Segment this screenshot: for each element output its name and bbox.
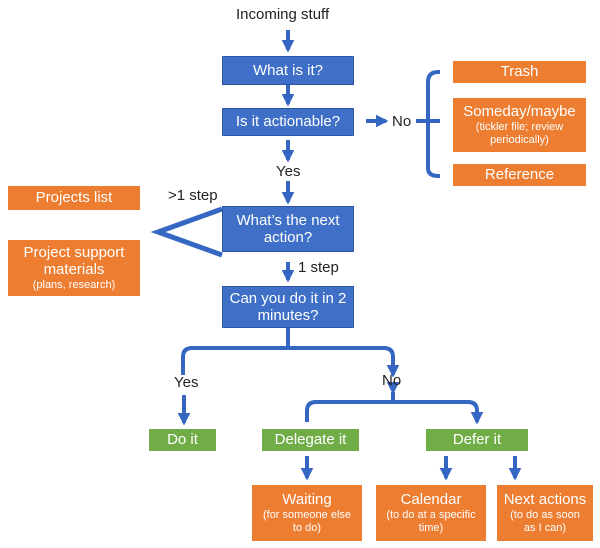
fork-no-branch (305, 392, 477, 422)
node-defer-it: Defer it (426, 429, 528, 451)
node-is-actionable: Is it actionable? (222, 108, 354, 136)
node-someday-maybe-title: Someday/maybe (463, 102, 576, 120)
brace-no (416, 70, 440, 178)
label-yes-actionable: Yes (276, 163, 301, 180)
node-calendar: Calendar (to do at a specific time) (376, 485, 486, 541)
node-someday-maybe: Someday/maybe (tickler file; review peri… (453, 98, 586, 152)
node-next-actions: Next actions (to do as soon as I can) (497, 485, 593, 541)
node-next-actions-title: Next actions (503, 490, 587, 508)
label-yes-two-min: Yes (174, 374, 199, 391)
node-project-support-title: Project support materials (23, 243, 125, 278)
label-one-step: 1 step (298, 259, 339, 276)
node-next-actions-note: (to do as soon as I can) (510, 508, 580, 535)
node-two-minutes-label: Can you do it in 2 minutes? (229, 289, 347, 324)
node-delegate-it: Delegate it (262, 429, 359, 451)
node-do-it-label: Do it (167, 431, 198, 449)
fork-two-min (181, 328, 393, 375)
node-project-support: Project support materials (plans, resear… (8, 240, 140, 296)
label-no-two-min: No (382, 372, 402, 389)
title-incoming-stuff: Incoming stuff (236, 6, 330, 23)
label-more-than-one-step: >1 step (168, 187, 218, 204)
node-waiting: Waiting (for someone else to do) (252, 485, 362, 541)
node-next-action-label: What’s the next action? (236, 211, 340, 246)
node-next-action: What’s the next action? (222, 206, 354, 252)
node-projects-list-label: Projects list (35, 189, 113, 207)
node-is-actionable-label: Is it actionable? (235, 113, 341, 131)
node-do-it: Do it (149, 429, 216, 451)
node-what-is-it: What is it? (222, 56, 354, 85)
label-no-actionable: No (392, 113, 412, 130)
node-reference: Reference (453, 164, 586, 186)
node-what-is-it-label: What is it? (252, 61, 324, 79)
node-delegate-it-label: Delegate it (274, 431, 347, 449)
node-calendar-note: (to do at a specific time) (386, 508, 476, 535)
node-reference-label: Reference (484, 166, 555, 184)
node-trash: Trash (453, 61, 586, 83)
chevron-more-steps (150, 206, 223, 258)
node-someday-maybe-note: (tickler file; review periodically) (475, 120, 564, 147)
node-project-support-note: (plans, research) (32, 279, 116, 292)
node-two-minutes: Can you do it in 2 minutes? (222, 286, 354, 328)
node-waiting-note: (for someone else to do) (262, 508, 352, 535)
node-trash-label: Trash (500, 63, 539, 81)
node-calendar-title: Calendar (400, 490, 462, 508)
node-defer-it-label: Defer it (452, 431, 502, 449)
node-waiting-title: Waiting (282, 490, 332, 508)
node-projects-list: Projects list (8, 186, 140, 210)
